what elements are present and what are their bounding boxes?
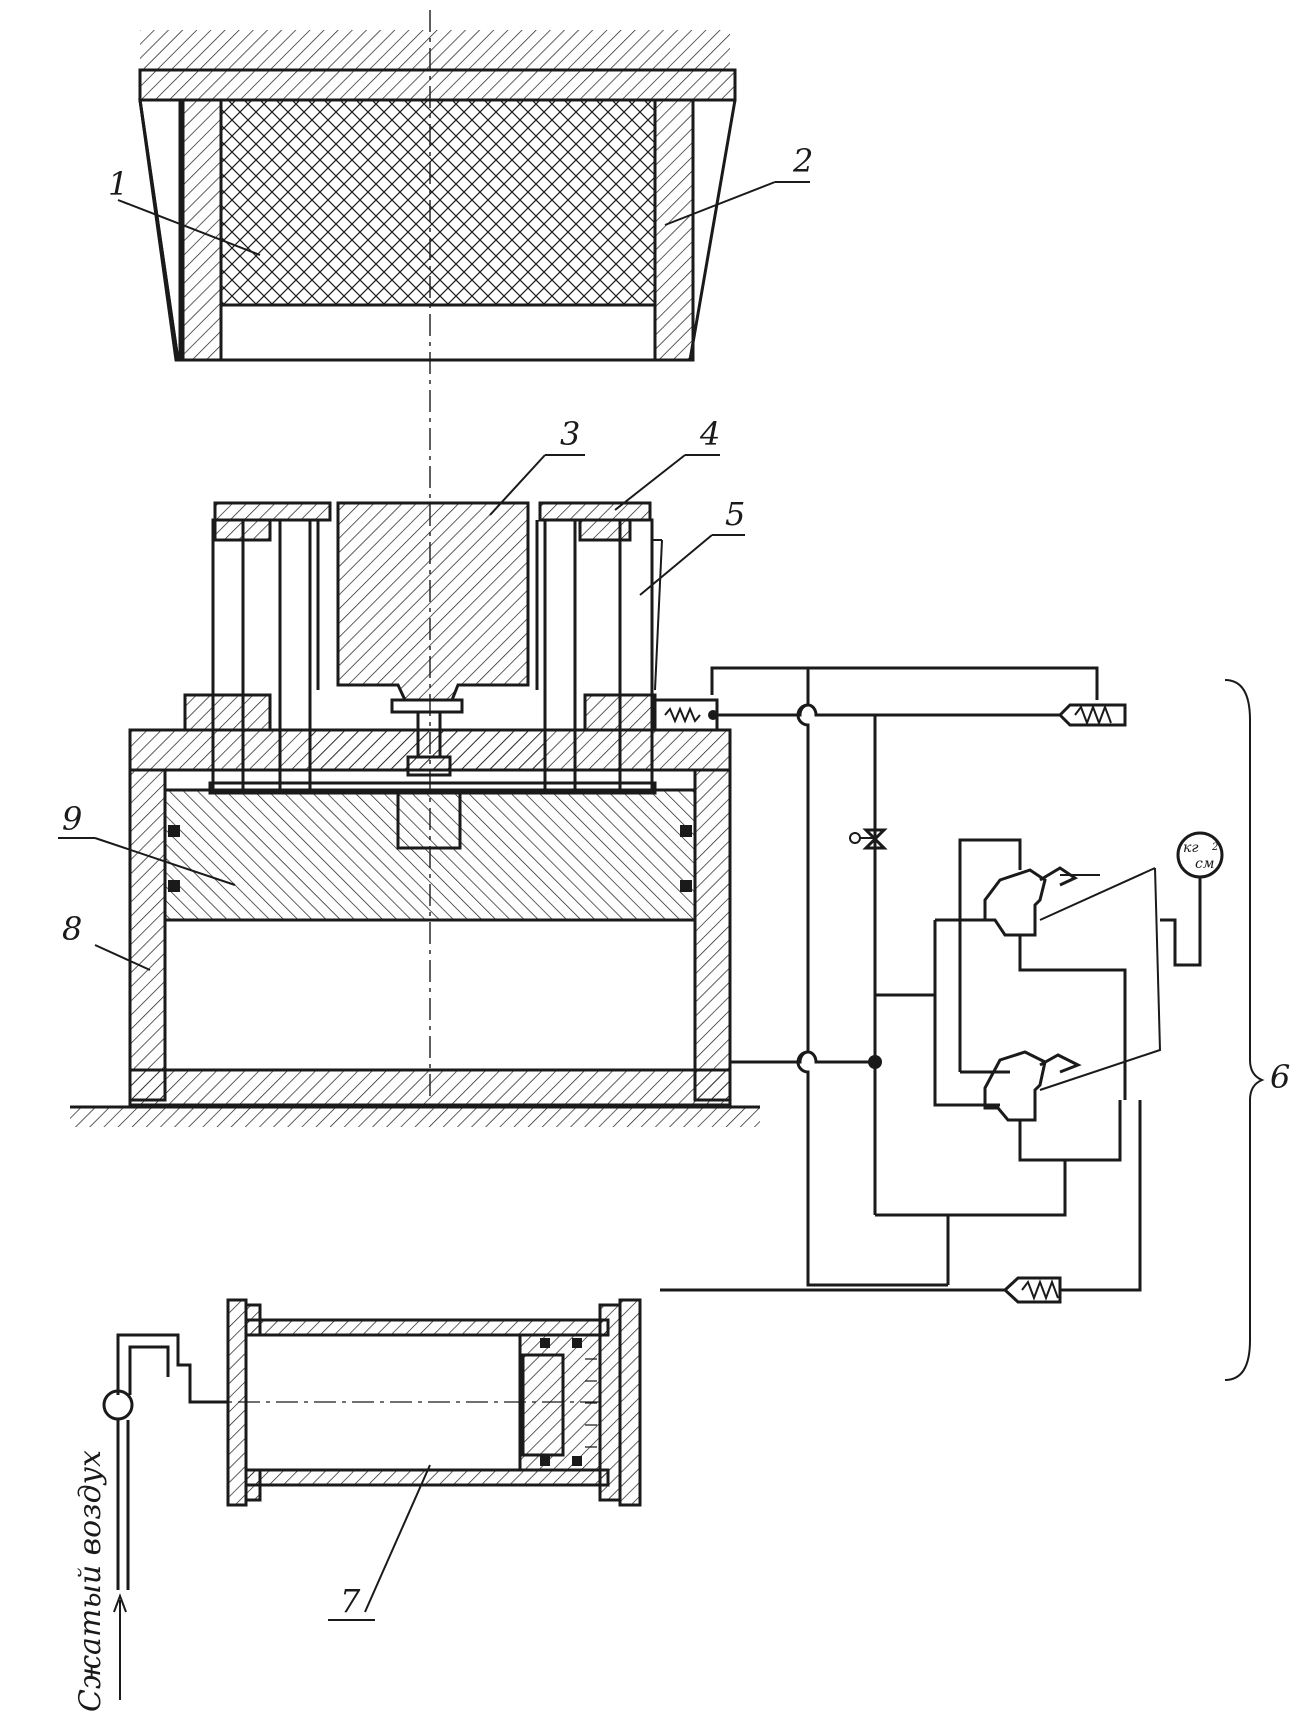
seal xyxy=(168,880,180,892)
cylinder-bottom xyxy=(128,1068,732,1107)
punch-3 xyxy=(336,501,530,702)
distributor-valve-lower xyxy=(933,920,1122,1162)
cylinder-wall-left xyxy=(128,768,167,1102)
gauge-unit-exp: 2 xyxy=(1211,842,1218,853)
sample-1 xyxy=(219,98,657,307)
air-cylinder-7: 7 xyxy=(102,1298,642,1621)
shutoff-valve xyxy=(862,828,888,850)
label-6: 6 xyxy=(1270,1058,1290,1096)
air-cylinder-wall-top xyxy=(244,1318,610,1337)
ceiling-hatch xyxy=(140,30,730,70)
label-5: 5 xyxy=(725,495,745,533)
compressed-air-label: Сжатый воздух xyxy=(73,1450,108,1712)
pressure-gauge: кг см 2 xyxy=(1160,831,1224,967)
latch-housing xyxy=(653,698,719,732)
label-4: 4 xyxy=(699,415,720,453)
label-9: 9 xyxy=(62,800,82,838)
control-circuit-6: кг см 2 6 xyxy=(660,666,1290,1381)
label-3: 3 xyxy=(560,415,580,453)
distributor-valve-upper xyxy=(935,838,1162,1100)
mold-wall-left xyxy=(181,98,223,362)
gauge-unit-bottom: см xyxy=(1195,856,1214,872)
floor-hatch xyxy=(70,1107,760,1127)
inlet-valve xyxy=(102,1389,134,1421)
seal xyxy=(680,880,692,892)
cylinder-wall-right xyxy=(693,768,732,1102)
mold-wall-right xyxy=(653,98,695,362)
spring-valve-top xyxy=(1057,703,1127,727)
ring-4-left xyxy=(213,501,332,522)
label-2: 2 xyxy=(792,142,813,180)
label-1: 1 xyxy=(108,165,128,203)
gauge-unit-top: кг xyxy=(1183,840,1198,856)
press-unit: 3 4 5 xyxy=(58,415,760,1127)
top-plate xyxy=(138,68,737,102)
hydraulic-fluid xyxy=(163,918,697,1072)
piston-9 xyxy=(163,788,697,922)
top-fixture: 1 2 xyxy=(108,30,813,362)
air-inlet-annotation: Сжатый воздух xyxy=(73,1450,127,1712)
group-brace xyxy=(1224,679,1265,1381)
label-8: 8 xyxy=(62,910,82,948)
label-7: 7 xyxy=(340,1582,361,1620)
seal xyxy=(168,825,180,837)
ring-4-right xyxy=(538,501,652,522)
seal xyxy=(680,825,692,837)
